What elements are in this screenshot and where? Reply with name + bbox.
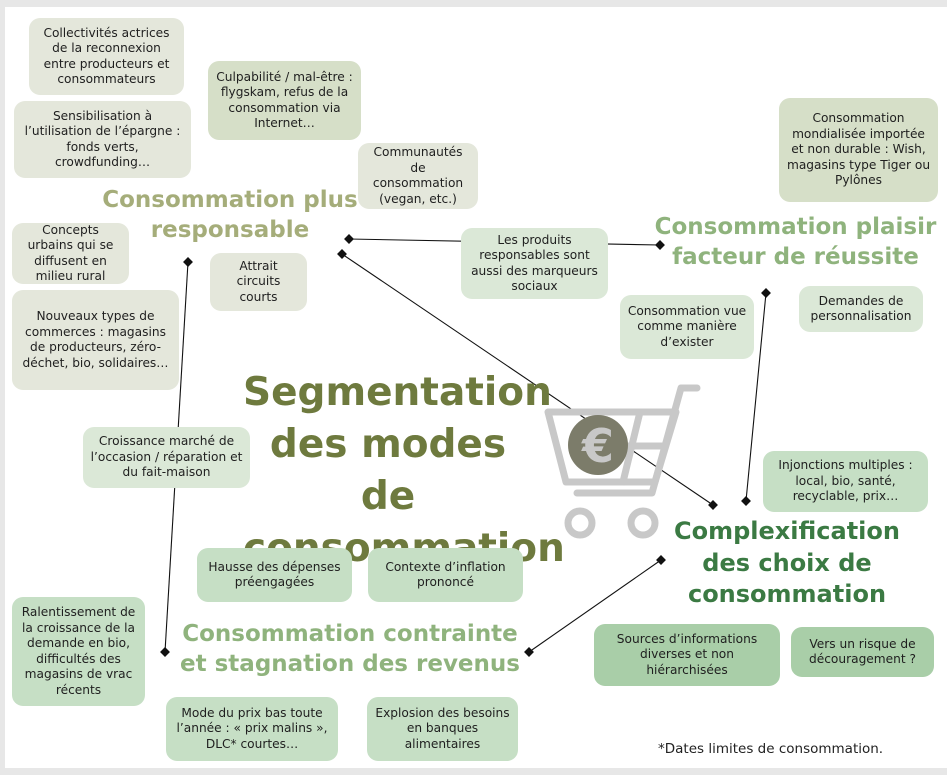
connector-contrainte-complexification — [528, 559, 662, 653]
box-sources-informations: Sources d’informations diverses et non h… — [594, 624, 780, 686]
box-marqueurs-sociaux: Les produits responsables sont aussi des… — [461, 228, 608, 299]
box-explosion-banques-alimentaires: Explosion des besoins en banques aliment… — [367, 697, 518, 761]
box-injonctions-multiples: Injonctions multiples : local, bio, sant… — [763, 451, 928, 512]
box-collectivites: Collectivités actrices de la reconnexion… — [29, 18, 184, 95]
connector-responsable-complexification — [341, 253, 714, 506]
box-ralentissement-bio: Ralentissement de la croissance de la de… — [12, 597, 145, 706]
footnote: *Dates limites de consommation. — [658, 741, 884, 757]
heading-consommation-responsable: Consommation plus responsable — [102, 187, 358, 244]
box-prix-bas: Mode du prix bas toute l’année : « prix … — [166, 697, 338, 761]
box-hausse-depenses: Hausse des dépenses préengagées — [197, 548, 352, 602]
main-title: Segmentation des modes de consommation — [243, 370, 565, 571]
svg-text:€: € — [581, 419, 614, 473]
box-croissance-occasion: Croissance marché de l’occasion / répara… — [83, 427, 250, 488]
box-culpabilite: Culpabilité / mal-être : flygskam, refus… — [208, 61, 361, 140]
box-attrait-circuits-courts: Attrait circuits courts — [210, 253, 307, 311]
box-demandes-personnalisation: Demandes de personnalisation — [799, 286, 923, 332]
box-risque-decouragement: Vers un risque de découragement ? — [791, 627, 934, 677]
box-concepts-urbains: Concepts urbains qui se diffusent en mil… — [12, 223, 129, 284]
heading-consommation-plaisir: Consommation plaisir facteur de réussite — [654, 214, 937, 271]
box-nouveaux-commerces: Nouveaux types de commerces : magasins d… — [12, 290, 179, 390]
box-consommation-mondialisee: Consommation mondialisée importée et non… — [779, 98, 938, 202]
box-consommation-exister: Consommation vue comme manière d’exister — [620, 295, 754, 359]
connector-plaisir-complexification — [745, 292, 767, 502]
box-communautes: Communautés de consommation (vegan, etc.… — [358, 143, 478, 209]
heading-consommation-contrainte: Consommation contrainte et stagnation de… — [180, 621, 520, 678]
box-sensibilisation: Sensibilisation à l’utilisation de l’épa… — [14, 101, 191, 178]
heading-complexification: Complexification des choix de consommati… — [674, 517, 900, 609]
box-contexte-inflation: Contexte d’inflation prononcé — [368, 548, 523, 602]
